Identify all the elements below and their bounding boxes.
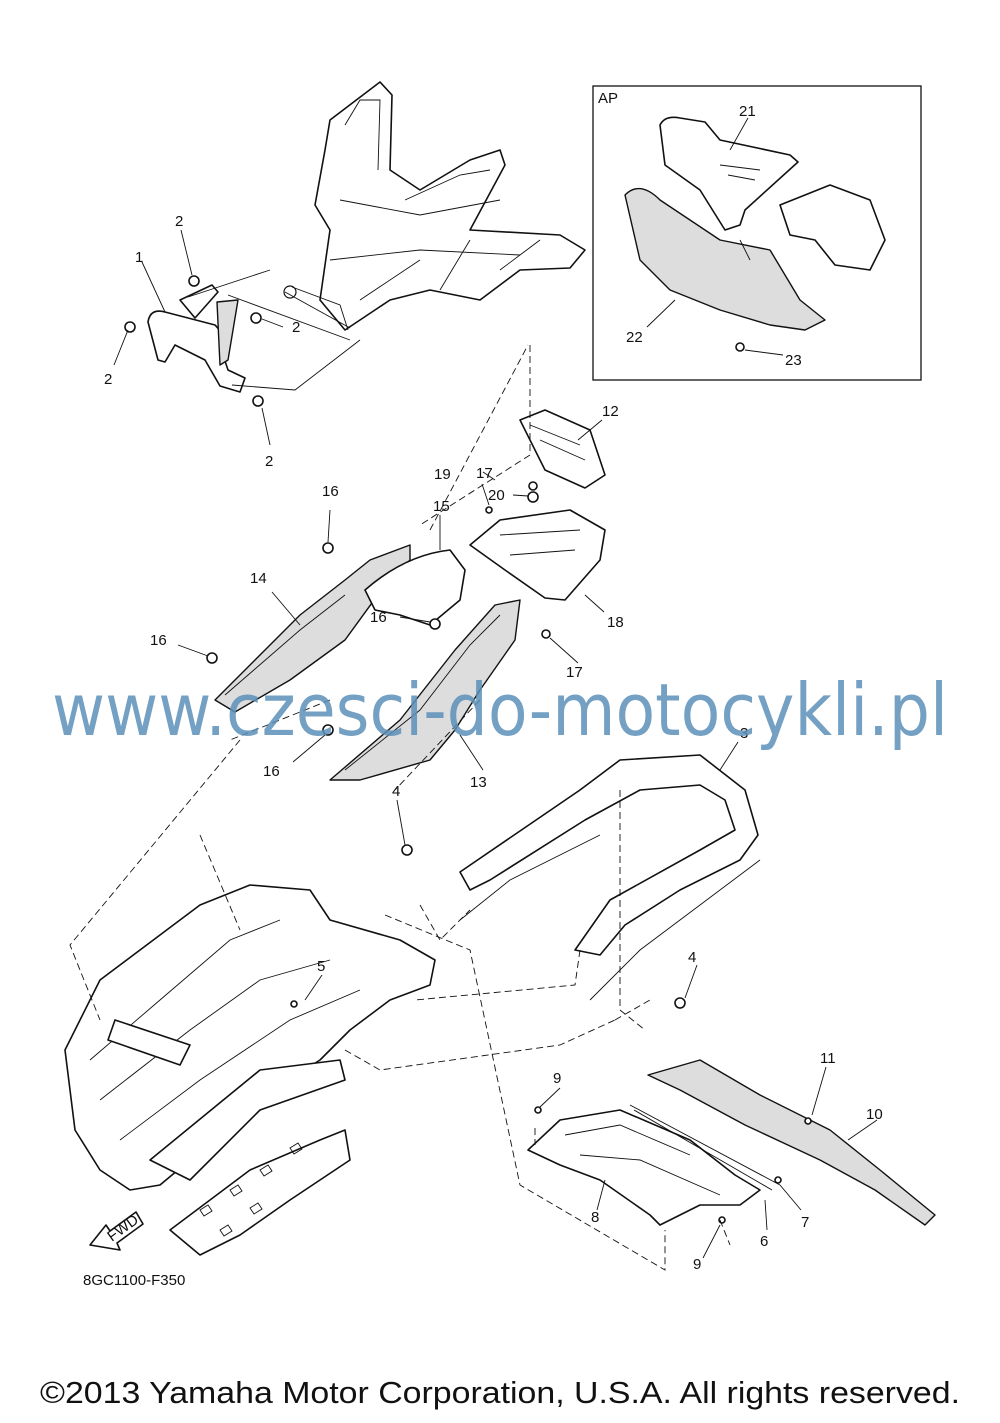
callout-9: 9 [553, 1070, 561, 1087]
callout-10: 10 [866, 1106, 883, 1123]
callout-16: 16 [263, 763, 280, 780]
bolt-icon [252, 395, 264, 407]
callout-23: 23 [785, 352, 802, 369]
nut-icon [527, 491, 539, 503]
callout-20: 20 [488, 487, 505, 504]
bolt-icon [674, 997, 686, 1009]
bolt-icon [429, 618, 441, 630]
washer-icon [528, 481, 538, 491]
callout-6: 6 [760, 1233, 768, 1250]
leader-lines [69, 117, 878, 1271]
callout-8: 8 [591, 1209, 599, 1226]
front-frame-drawing [283, 81, 586, 331]
callout-12: 12 [602, 403, 619, 420]
callout-4: 4 [392, 783, 400, 800]
callout-9: 9 [693, 1256, 701, 1273]
bolt-icon [401, 844, 413, 856]
callout-2: 2 [104, 371, 112, 388]
callout-14: 14 [250, 570, 267, 587]
rivet-icon [718, 1216, 726, 1224]
callout-5: 5 [317, 958, 325, 975]
rivet-icon [534, 1106, 542, 1114]
copyright-text: ©2013 Yamaha Motor Corporation, U.S.A. A… [40, 1375, 960, 1410]
callout-16: 16 [370, 609, 387, 626]
bolt-icon [206, 652, 218, 664]
watermark-text: www.czesci-do-motocykli.pl [52, 668, 948, 752]
callout-13: 13 [470, 774, 487, 791]
callouts: 2 1 2 2 2 21 22 23 12 17 19 20 16 15 14 … [104, 103, 883, 1273]
bolt-icon [322, 724, 334, 736]
callout-18: 18 [607, 614, 624, 631]
washer-icon [541, 629, 551, 639]
callout-7: 7 [801, 1214, 809, 1231]
rear-plate-part-8 [527, 1109, 761, 1226]
rivet-icon [774, 1176, 782, 1184]
fwd-badge: FWD [89, 1211, 144, 1251]
rear-frame-drawing [64, 884, 436, 1256]
ap-inset-frame [592, 85, 922, 381]
callout-15: 15 [433, 498, 450, 515]
rivet-icon [804, 1117, 812, 1125]
screw-icon [735, 342, 745, 352]
rivet-icon [485, 506, 493, 514]
callout-1: 1 [135, 249, 143, 266]
callout-16: 16 [150, 632, 167, 649]
side-trim-part-10 [629, 1059, 936, 1226]
callout-17: 17 [476, 465, 493, 482]
callout-16: 16 [322, 483, 339, 500]
callout-3: 3 [740, 725, 748, 742]
callout-17: 17 [566, 664, 583, 681]
bolt-icon [250, 312, 262, 324]
ap-inset [592, 85, 922, 381]
bolt-icon [322, 542, 334, 554]
front-guard-part-1 [147, 284, 246, 393]
callout-2: 2 [175, 213, 183, 230]
callout-21: 21 [739, 103, 756, 120]
fasteners [124, 275, 812, 1224]
callout-4: 4 [688, 949, 696, 966]
bolt-icon [124, 321, 136, 333]
inset-label: AP [598, 90, 618, 107]
rear-cover-part-18 [469, 509, 606, 601]
bolt-icon [188, 275, 200, 287]
diagram-code: 8GC1100-F350 [83, 1272, 185, 1289]
upper-rear-bracket-part-12 [519, 409, 606, 489]
callout-2: 2 [265, 453, 273, 470]
callout-2: 2 [292, 319, 300, 336]
side-cover-part-13 [329, 599, 521, 781]
callout-11: 11 [820, 1050, 836, 1067]
rivet-icon [290, 1000, 298, 1008]
callout-19: 19 [434, 466, 451, 483]
rear-grab-bar-part-3 [459, 754, 761, 1001]
callout-22: 22 [626, 329, 643, 346]
